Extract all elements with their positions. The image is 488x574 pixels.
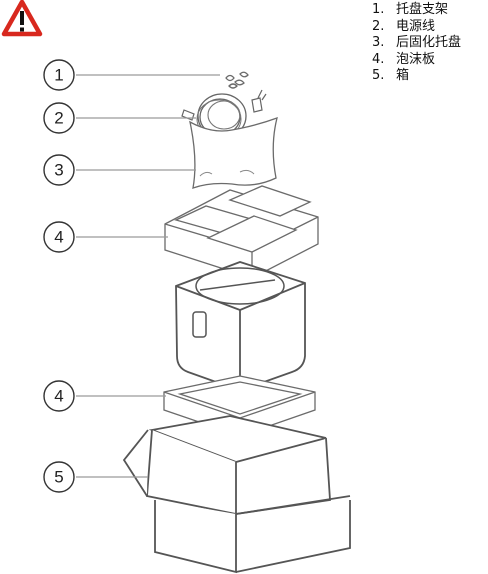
- callout-4-top: 4: [43, 221, 168, 253]
- callout-4-bottom: 4: [43, 380, 166, 412]
- legend-label: 后固化托盘: [396, 35, 462, 50]
- curing-station-illustration: [175, 261, 306, 390]
- callout-3: 3: [43, 154, 196, 186]
- callout-number: 1: [54, 66, 63, 85]
- legend-number: 3.: [372, 35, 385, 50]
- callout-5: 5: [43, 461, 148, 493]
- legend-number: 5.: [372, 68, 385, 83]
- warning-triangle-icon: [1, 0, 43, 37]
- legend-label: 电源线: [396, 18, 436, 34]
- legend-number: 2.: [372, 18, 385, 34]
- callout-2: 2: [43, 102, 196, 134]
- callout-1: 1: [43, 59, 220, 91]
- callout-number: 5: [54, 468, 63, 487]
- foam-top-illustration: [164, 185, 319, 279]
- legend-number: 4.: [372, 51, 385, 67]
- legend-item: 4. 泡沫板: [372, 52, 461, 69]
- legend-item: 1. 托盘支架: [372, 2, 461, 19]
- tray-bracket-illustration: [225, 71, 249, 89]
- callout-number: 3: [54, 161, 63, 180]
- legend-label: 泡沫板: [396, 51, 436, 67]
- legend-number: 1.: [372, 2, 385, 17]
- legend-item: 3. 后固化托盘: [372, 35, 461, 52]
- callout-number: 4: [54, 228, 63, 247]
- callout-number: 2: [54, 109, 63, 128]
- legend-item: 2. 电源线: [372, 19, 461, 36]
- legend-item: 5. 箱: [372, 68, 461, 85]
- legend-label: 托盘支架: [396, 2, 449, 17]
- legend-label: 箱: [396, 68, 410, 83]
- curing-tray-bag-illustration: [189, 116, 278, 189]
- parts-legend: 1. 托盘支架 2. 电源线 3. 后固化托盘 4. 泡沫板 5. 箱: [372, 2, 461, 85]
- carton-box-illustration: [122, 415, 351, 574]
- callout-number: 4: [54, 387, 63, 406]
